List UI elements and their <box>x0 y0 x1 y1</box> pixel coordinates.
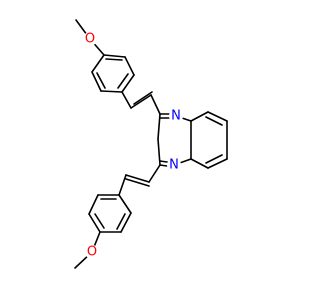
atom-mask <box>85 245 99 259</box>
bond-vinyl-ring-bottom <box>148 164 161 183</box>
atom-mask <box>83 32 97 46</box>
bond-ring-vinyl-bottom <box>118 174 127 196</box>
bond-bottom-ring-4-inner <box>94 213 105 229</box>
bond-benzo-2 <box>190 111 209 122</box>
nitrogen-atom-lower: N <box>167 158 181 173</box>
atom-label-o-bottom: O <box>87 245 97 260</box>
bond-benzo-6 <box>190 158 209 169</box>
molecule-structure-diagram: O N N O <box>74 19 228 269</box>
bond-bottom-ring-4 <box>88 213 101 233</box>
bond-top-ring-1 <box>91 54 105 73</box>
oxygen-atom-bottom: O <box>85 245 99 260</box>
bond-lines <box>74 19 228 269</box>
atom-mask <box>167 158 181 172</box>
bond-bottom-ring-2 <box>120 212 132 233</box>
bond-top-ring-2 <box>91 71 102 92</box>
atom-labels: O N N O <box>83 32 183 260</box>
bond-c-ch2-upper <box>157 113 161 140</box>
bond-top-ring-4-inner <box>117 73 129 89</box>
bond-benzo-5-inner <box>205 154 223 164</box>
bond-vinyl-top-double-b <box>133 91 153 105</box>
atom-label-n-upper: N <box>171 109 181 124</box>
bond-top-ring-4 <box>121 74 135 93</box>
atom-label-o-top: O <box>85 32 95 47</box>
bond-benzo-3 <box>207 111 228 122</box>
bond-top-ring-3 <box>100 90 123 93</box>
atom-label-n-lower: N <box>169 158 179 173</box>
bond-bottom-ring-1 <box>118 194 132 214</box>
atom-mask <box>169 109 183 123</box>
bond-top-ring-6-inner <box>105 58 123 61</box>
bond-bottom-ring-2-inner <box>116 213 126 230</box>
bond-ring-vinyl-top <box>121 91 132 109</box>
bond-vinyl-top-double-a <box>130 94 152 109</box>
nitrogen-atom-upper: N <box>169 109 183 124</box>
bond-vinyl-ring-top <box>150 94 161 115</box>
bond-benzo-5 <box>207 158 228 169</box>
bond-top-ring-6 <box>103 54 126 58</box>
bond-vinyl-bottom-double-b <box>125 178 150 187</box>
bond-top-ring-2-inner <box>96 72 106 89</box>
oxygen-atom-top: O <box>83 32 97 47</box>
bond-top-ring-5 <box>124 56 135 76</box>
bond-vinyl-bottom-double-a <box>125 174 150 183</box>
bond-bottom-ring-5 <box>88 194 99 215</box>
bond-benzo-3-inner <box>205 116 223 126</box>
